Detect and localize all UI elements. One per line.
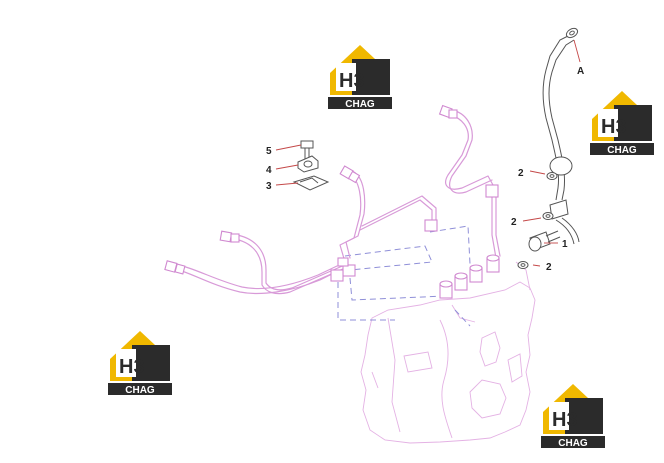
logo-mark-text: H3 — [119, 356, 145, 378]
pump-dashed-outline — [337, 225, 471, 327]
logo-caption: CHAG — [607, 145, 637, 156]
logo-caption: CHAG — [558, 438, 588, 449]
logo-mark-text: H3 — [339, 70, 365, 92]
callout-2-bottom: 2 — [546, 262, 552, 273]
injection-pipes — [171, 109, 501, 295]
callout-labels: A 2 2 1 2 5 4 3 — [266, 66, 584, 273]
callout-4: 4 — [266, 165, 272, 176]
return-pipe — [542, 27, 580, 245]
callout-2-mid: 2 — [511, 217, 517, 228]
delivery-valves — [439, 254, 500, 299]
callout-5: 5 — [266, 146, 272, 157]
logo-caption: CHAG — [345, 99, 375, 110]
pipe-fittings — [164, 104, 499, 282]
clamp-parts — [292, 140, 330, 191]
logo-watermark-2: H3 CHAG — [590, 91, 654, 156]
engine-block — [360, 261, 536, 444]
callout-3: 3 — [266, 181, 272, 192]
leader-lines — [275, 39, 581, 267]
logo-watermark-3: H3 CHAG — [108, 331, 172, 396]
logo-watermark-1: H3 CHAG — [328, 45, 392, 110]
callout-1: 1 — [562, 239, 568, 250]
logo-caption: CHAG — [125, 385, 155, 396]
callout-2-top: 2 — [518, 168, 524, 179]
logo-mark-text: H3 — [552, 409, 578, 431]
logo-mark-text: H3 — [601, 116, 627, 138]
banjo-assembly — [517, 156, 573, 269]
callout-a: A — [577, 66, 584, 77]
logo-watermark-4: H3 CHAG — [541, 384, 605, 449]
